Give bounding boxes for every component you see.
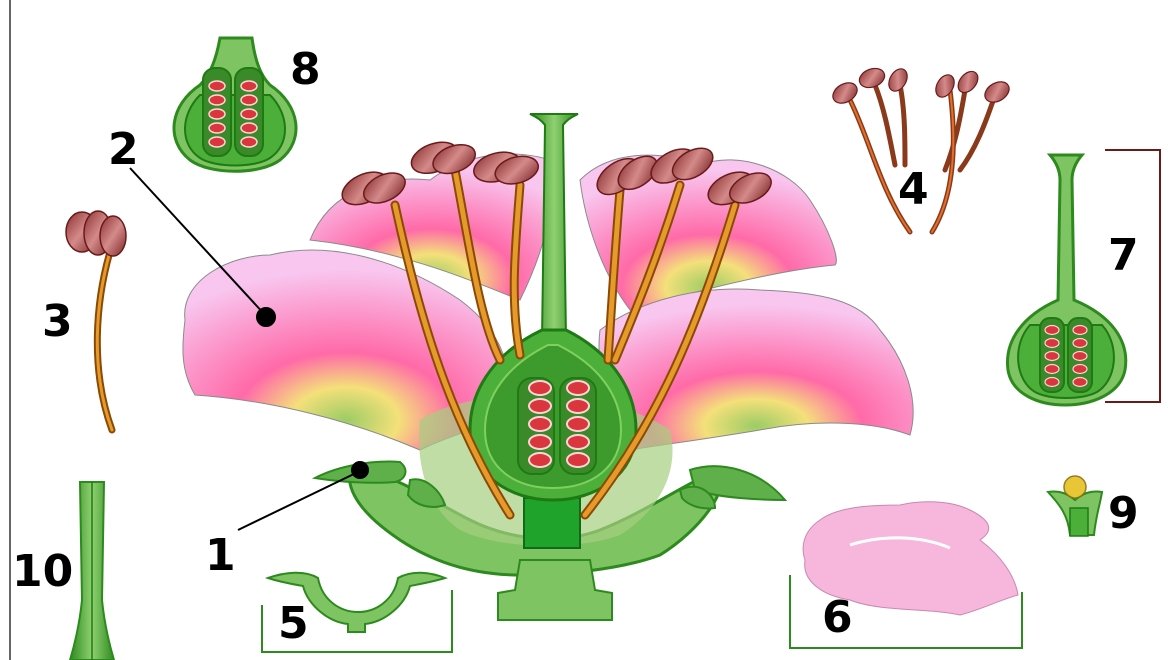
ovule bbox=[529, 435, 551, 449]
label-4: 4 bbox=[898, 164, 929, 215]
stamen-detail-3 bbox=[66, 211, 126, 430]
pointer-line-1 bbox=[238, 472, 358, 530]
stem-detail-10 bbox=[70, 482, 114, 660]
label-6: 6 bbox=[822, 592, 853, 643]
ovule bbox=[567, 399, 589, 413]
label-7: 7 bbox=[1108, 230, 1139, 281]
ovary-detail-8 bbox=[174, 38, 296, 171]
ovule bbox=[567, 435, 589, 449]
stigma-detail-9 bbox=[1048, 476, 1102, 536]
label-2: 2 bbox=[108, 124, 139, 175]
ovule bbox=[529, 417, 551, 431]
label-8: 8 bbox=[290, 44, 321, 95]
ovule bbox=[529, 453, 551, 467]
ovule bbox=[567, 417, 589, 431]
nectary-base bbox=[524, 498, 580, 548]
label-1: 1 bbox=[205, 530, 236, 581]
pointer-dot-1 bbox=[352, 462, 368, 478]
label-9: 9 bbox=[1108, 488, 1139, 539]
ovule bbox=[567, 381, 589, 395]
ovule bbox=[529, 399, 551, 413]
label-5: 5 bbox=[278, 598, 309, 649]
label-10: 10 bbox=[12, 546, 73, 597]
pointer-dot-2 bbox=[257, 308, 275, 326]
label-3: 3 bbox=[42, 296, 73, 347]
ovule bbox=[529, 381, 551, 395]
ovule bbox=[567, 453, 589, 467]
